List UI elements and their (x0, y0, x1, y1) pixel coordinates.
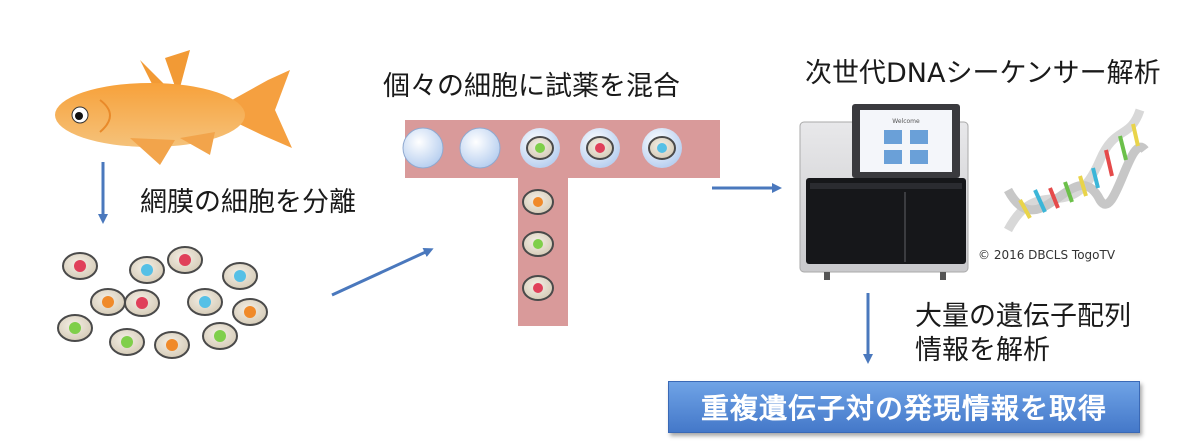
cell (90, 288, 126, 316)
cell (522, 275, 554, 301)
cell (57, 314, 93, 342)
cell (154, 331, 190, 359)
goldfish-icon (55, 50, 292, 165)
arrow-to-channel (331, 247, 434, 297)
droplet (642, 128, 682, 168)
microfluidic-channel (402, 120, 720, 326)
arrows (98, 162, 873, 364)
scattered-cells (57, 246, 268, 359)
cell (62, 252, 98, 280)
cell (232, 298, 268, 326)
sequencer-screen-text: Welcome (892, 118, 920, 125)
cell (187, 288, 223, 316)
reagent-mixing-label: 個々の細胞に試薬を混合 (383, 71, 680, 102)
analysis-line-1: 大量の遺伝子配列 (915, 301, 1131, 332)
result-box: 重複遺伝子対の発現情報を取得 (668, 381, 1140, 433)
cell (129, 256, 165, 284)
cell (522, 231, 554, 257)
dna-helix-icon (1004, 108, 1149, 233)
copyright-notice: © 2016 DBCLS TogoTV (978, 248, 1116, 262)
droplet (520, 128, 560, 168)
cell (522, 189, 554, 215)
sequencer-analysis-label: 次世代DNAシーケンサー解析 (805, 58, 1161, 89)
cell (109, 328, 145, 356)
cell (202, 322, 238, 350)
retina-cell-isolation-label: 網膜の細胞を分離 (140, 187, 356, 218)
cell (167, 246, 203, 274)
cell (124, 289, 160, 317)
gene-sequence-analysis-label: 大量の遺伝子配列 情報を解析 (915, 300, 1131, 368)
droplet (580, 128, 620, 168)
analysis-line-2: 情報を解析 (915, 335, 1050, 366)
sequencer-icon: Welcome (799, 104, 969, 280)
reagent-bead (402, 127, 444, 169)
reagent-bead (459, 127, 501, 169)
cell (222, 262, 258, 290)
